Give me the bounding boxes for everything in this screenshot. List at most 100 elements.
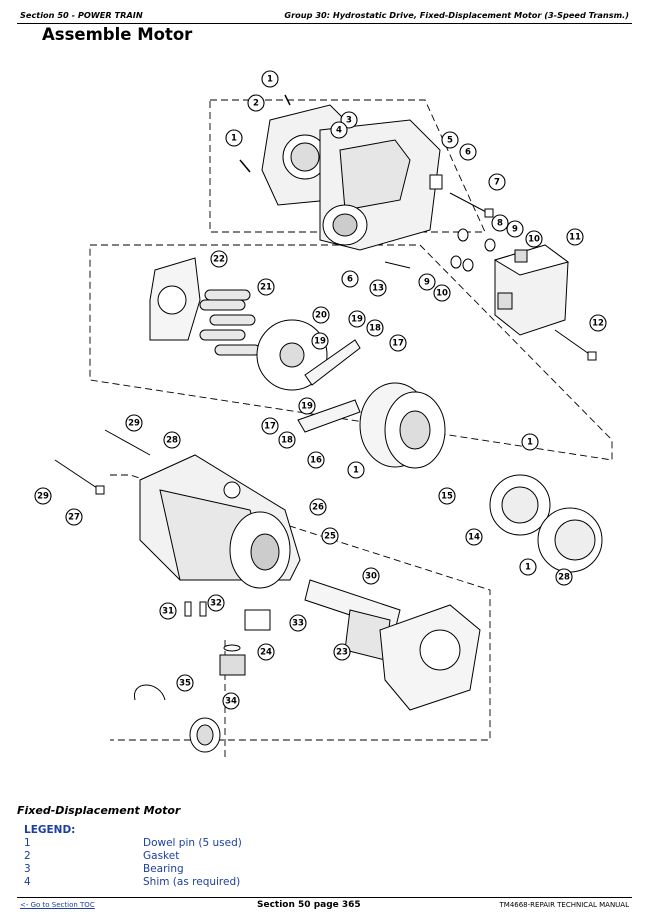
callout-label: 5 bbox=[447, 136, 453, 146]
callout-label: 9 bbox=[512, 225, 518, 235]
callout-circle bbox=[438, 487, 456, 505]
callout-label: 24 bbox=[260, 648, 272, 658]
callout-label: 9 bbox=[424, 278, 430, 288]
callout-circle bbox=[488, 173, 506, 191]
callout-circle bbox=[341, 270, 359, 288]
callout-circle bbox=[311, 332, 329, 350]
callout-1: 1 bbox=[347, 461, 365, 479]
callout-circle bbox=[225, 129, 243, 147]
callout-circle bbox=[34, 487, 52, 505]
callout-circle bbox=[555, 568, 573, 586]
valve-block bbox=[493, 244, 597, 361]
callout-circle bbox=[347, 461, 365, 479]
page-header: Section 50 - POWER TRAIN Group 30: Hydro… bbox=[17, 8, 632, 24]
callout-15: 15 bbox=[438, 487, 456, 505]
callout-label: 1 bbox=[525, 563, 531, 573]
callout-circle bbox=[222, 692, 240, 710]
callout-circle bbox=[289, 614, 307, 632]
callout-label: 17 bbox=[392, 339, 404, 349]
callout-label: 28 bbox=[558, 573, 570, 583]
legend-description: Bearing bbox=[143, 863, 184, 875]
callout-label: 14 bbox=[468, 533, 480, 543]
callout-circle bbox=[418, 273, 436, 291]
callout-label: 35 bbox=[179, 679, 191, 689]
callout-1: 1 bbox=[261, 70, 279, 88]
callout-circle bbox=[362, 567, 380, 585]
callout-22: 22 bbox=[210, 250, 228, 268]
callout-label: 29 bbox=[37, 492, 49, 502]
callout-circle bbox=[491, 214, 509, 232]
callout-label: 33 bbox=[292, 619, 304, 629]
callout-circle bbox=[125, 414, 143, 432]
callout-label: 20 bbox=[315, 311, 327, 321]
callout-4: 4 bbox=[330, 121, 348, 139]
callout-28: 28 bbox=[163, 431, 181, 449]
callout-circle bbox=[333, 643, 351, 661]
callout-label: 22 bbox=[213, 255, 225, 265]
callout-circle bbox=[163, 431, 181, 449]
callout-23: 23 bbox=[333, 643, 351, 661]
callout-label: 30 bbox=[365, 572, 377, 582]
callout-label: 12 bbox=[592, 319, 604, 329]
motor-housing-lower bbox=[54, 429, 301, 589]
callout-27: 27 bbox=[65, 508, 83, 526]
callout-label: 26 bbox=[312, 503, 324, 513]
callout-label: 2 bbox=[253, 99, 259, 109]
motor-housing-upper bbox=[261, 104, 443, 251]
callout-1: 1 bbox=[521, 433, 539, 451]
callout-circle bbox=[176, 674, 194, 692]
callout-circle bbox=[312, 306, 330, 324]
legend-number: 4 bbox=[24, 876, 31, 888]
callout-8: 8 bbox=[491, 214, 509, 232]
callout-19: 19 bbox=[311, 332, 329, 350]
callout-circle bbox=[207, 594, 225, 612]
callout-circle bbox=[589, 314, 607, 332]
legend-description: Shim (as required) bbox=[143, 876, 241, 888]
legend-description: Gasket bbox=[143, 850, 180, 862]
legend-number: 3 bbox=[24, 863, 31, 875]
go-to-section-toc-link[interactable]: <- Go to Section TOC bbox=[20, 901, 95, 909]
callout-25: 25 bbox=[321, 527, 339, 545]
callout-label: 21 bbox=[260, 283, 272, 293]
callout-circle bbox=[348, 310, 366, 328]
callout-11: 11 bbox=[566, 228, 584, 246]
callout-16: 16 bbox=[307, 451, 325, 469]
callout-circle bbox=[321, 527, 339, 545]
callout-label: 7 bbox=[494, 178, 500, 188]
legend-description: Dowel pin (5 used) bbox=[143, 837, 242, 849]
callout-circle bbox=[433, 284, 451, 302]
callout-circle bbox=[261, 417, 279, 435]
callout-7: 7 bbox=[488, 173, 506, 191]
manual-name: TM4668-REPAIR TECHNICAL MANUAL bbox=[499, 901, 630, 909]
page-number: Section 50 page 365 bbox=[257, 900, 361, 910]
callout-circle bbox=[441, 131, 459, 149]
callout-label: 15 bbox=[441, 492, 453, 502]
callout-circle bbox=[330, 121, 348, 139]
callout-18: 18 bbox=[278, 431, 296, 449]
callout-circle bbox=[257, 278, 275, 296]
callout-6: 6 bbox=[341, 270, 359, 288]
callout-circle bbox=[65, 508, 83, 526]
callout-35: 35 bbox=[176, 674, 194, 692]
callout-24: 24 bbox=[257, 643, 275, 661]
callout-label: 19 bbox=[314, 337, 326, 347]
callout-label: 18 bbox=[281, 436, 293, 446]
callout-6: 6 bbox=[459, 143, 477, 161]
callout-17: 17 bbox=[261, 417, 279, 435]
callout-1: 1 bbox=[225, 129, 243, 147]
callout-21: 21 bbox=[257, 278, 275, 296]
callout-label: 16 bbox=[310, 456, 322, 466]
callout-26: 26 bbox=[309, 498, 327, 516]
callout-17: 17 bbox=[389, 334, 407, 352]
section-label: Section 50 - POWER TRAIN bbox=[20, 10, 143, 20]
callout-31: 31 bbox=[159, 602, 177, 620]
callout-label: 11 bbox=[569, 233, 581, 243]
callout-20: 20 bbox=[312, 306, 330, 324]
group-label: Group 30: Hydrostatic Drive, Fixed-Displ… bbox=[284, 10, 629, 20]
callout-circle bbox=[261, 70, 279, 88]
callout-label: 19 bbox=[301, 402, 313, 412]
callout-circle bbox=[366, 319, 384, 337]
callout-18: 18 bbox=[366, 319, 384, 337]
page-title: Assemble Motor bbox=[42, 25, 193, 44]
callout-34: 34 bbox=[222, 692, 240, 710]
